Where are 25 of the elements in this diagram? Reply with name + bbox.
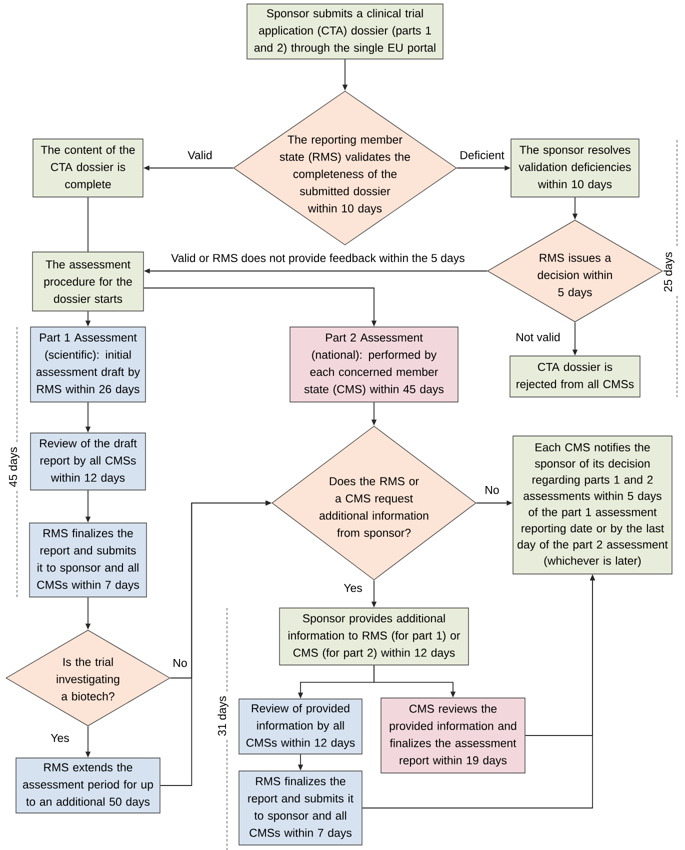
dimension-label: 45 days <box>8 447 20 487</box>
process-box: Sponsor provides additional information to RMS (for part 1) or CMS (for part 2) within 12 days <box>279 608 469 666</box>
process-box: Review of the draft report by all CMSs within 12 days <box>30 432 146 490</box>
process-box: Part 1 Assessment (scientific): initial assessment draft by RMS within 26 days <box>30 326 146 402</box>
edge-label: Deficient <box>458 150 506 160</box>
process-box: The assessment procedure for the dossier starts <box>32 252 144 312</box>
process-box: CTA dossier is rejected from all CMSs <box>510 356 640 398</box>
edge-label: Yes <box>342 583 364 594</box>
process-box: RMS finalizes the report and submits it to sponsor and all CMSs within 7 days <box>29 522 147 598</box>
process-box: The content of the CTA dossier is complete <box>32 138 144 198</box>
process-box: RMS finalizes the report and submits it to sponsor and all CMSs within 7 days <box>238 770 362 846</box>
process-box: Each CMS notifies the sponsor of its decision regarding parts 1 and 2 assessments within 5 days of the part 1 assessment reporting date or by the last day of the part 2 assessment (whichever is later) <box>512 436 672 574</box>
edge-label: Not valid <box>514 332 562 342</box>
process-box: Part 2 Assessment (national): performed by each concerned member state (CMS) within 45 days <box>290 326 458 402</box>
process-box: CMS reviews the provided information and finalizes the assessment report within 19 days <box>380 698 526 774</box>
process-box: RMS extends the assessment period for up to an additional 50 days <box>16 758 160 814</box>
edge-label: No <box>484 485 500 496</box>
edge-label: Valid or RMS does not provide feedback within the 5 days <box>170 252 466 266</box>
dimension-label: 31 days <box>218 696 228 736</box>
process-box: Review of provided information by all CMSs within 12 days <box>238 698 362 754</box>
process-box: Sponsor submits a clinical trial application (CTA) dossier (parts 1 and 2) through the single EU portal <box>246 4 444 60</box>
edge-label: No <box>172 658 188 668</box>
edge-label: Yes <box>50 733 70 744</box>
process-box: The sponsor resolves validation deficiencies within 10 days <box>510 138 640 198</box>
edge-label: Valid <box>186 150 214 160</box>
